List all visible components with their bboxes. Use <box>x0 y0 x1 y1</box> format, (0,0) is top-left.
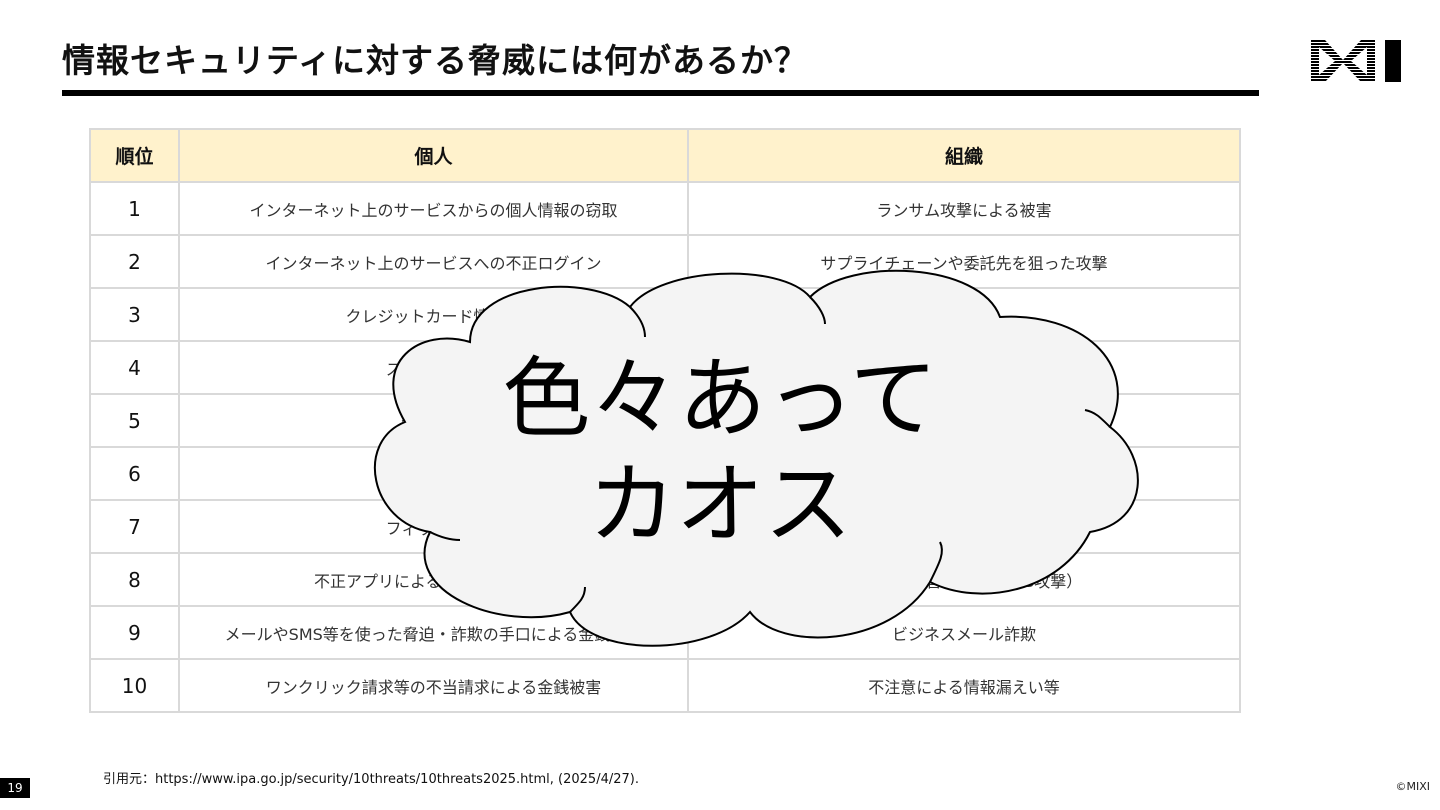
rank-cell: 6 <box>89 446 180 501</box>
organization-threat-cell: ランサム攻撃による被害 <box>687 181 1241 236</box>
organization-threat-cell: 不注意による情報漏えい等 <box>687 658 1241 713</box>
organization-threat-cell: ビジネスメール詐欺 <box>687 605 1241 660</box>
individual-threat-cell: インターネット上のサービスへの不正ログイン <box>178 234 689 289</box>
rank-cell: 4 <box>89 340 180 395</box>
mixi-logo-icon <box>1311 40 1401 82</box>
rank-cell: 3 <box>89 287 180 342</box>
individual-threat-cell: ワンクリック請求等の不当請求による金銭被害 <box>178 658 689 713</box>
rank-cell: 7 <box>89 499 180 554</box>
rank-cell: 5 <box>89 393 180 448</box>
cloud-inner-line <box>1084 409 1111 428</box>
callout-line-1: 色々あって <box>502 347 938 450</box>
cloud-inner-line <box>629 306 646 338</box>
rank-cell: 1 <box>89 181 180 236</box>
rank-cell: 8 <box>89 552 180 607</box>
rank-cell: 9 <box>89 605 180 660</box>
table-row: 10 ワンクリック請求等の不当請求による金銭被害 不注意による情報漏えい等 <box>89 658 1241 713</box>
cloud-inner-line <box>809 296 826 325</box>
header-organization: 組織 <box>687 128 1241 183</box>
slide-title: 情報セキュリティに対する脅威には何があるか？ <box>62 41 809 80</box>
table-header-row: 順位 個人 組織 <box>89 128 1241 183</box>
cloud-inner-line <box>929 541 943 583</box>
header-individual: 個人 <box>178 128 689 183</box>
callout-line-2: カオス <box>587 453 852 556</box>
header-rank: 順位 <box>89 128 180 183</box>
cloud-callout-shape <box>373 269 1139 647</box>
cloud-callout-text: 色々あって カオス <box>430 346 1010 558</box>
cloud-outline <box>373 269 1139 647</box>
table-row: 2 インターネット上のサービスへの不正ログイン サプライチェーンや委託先を狙った… <box>89 234 1241 289</box>
title-underline <box>62 90 1259 96</box>
copyright-notice: ©MIXI <box>1395 780 1430 793</box>
individual-threat-cell: インターネット上のサービスからの個人情報の窃取 <box>178 181 689 236</box>
cloud-inner-line <box>429 531 461 541</box>
table-row: 1 インターネット上のサービスからの個人情報の窃取 ランサム攻撃による被害 <box>89 181 1241 236</box>
citation-source: 引用元：https://www.ipa.go.jp/security/10thr… <box>103 772 639 787</box>
rank-cell: 2 <box>89 234 180 289</box>
rank-cell: 10 <box>89 658 180 713</box>
cloud-inner-line <box>569 586 586 613</box>
page-number: 19 <box>0 778 30 798</box>
